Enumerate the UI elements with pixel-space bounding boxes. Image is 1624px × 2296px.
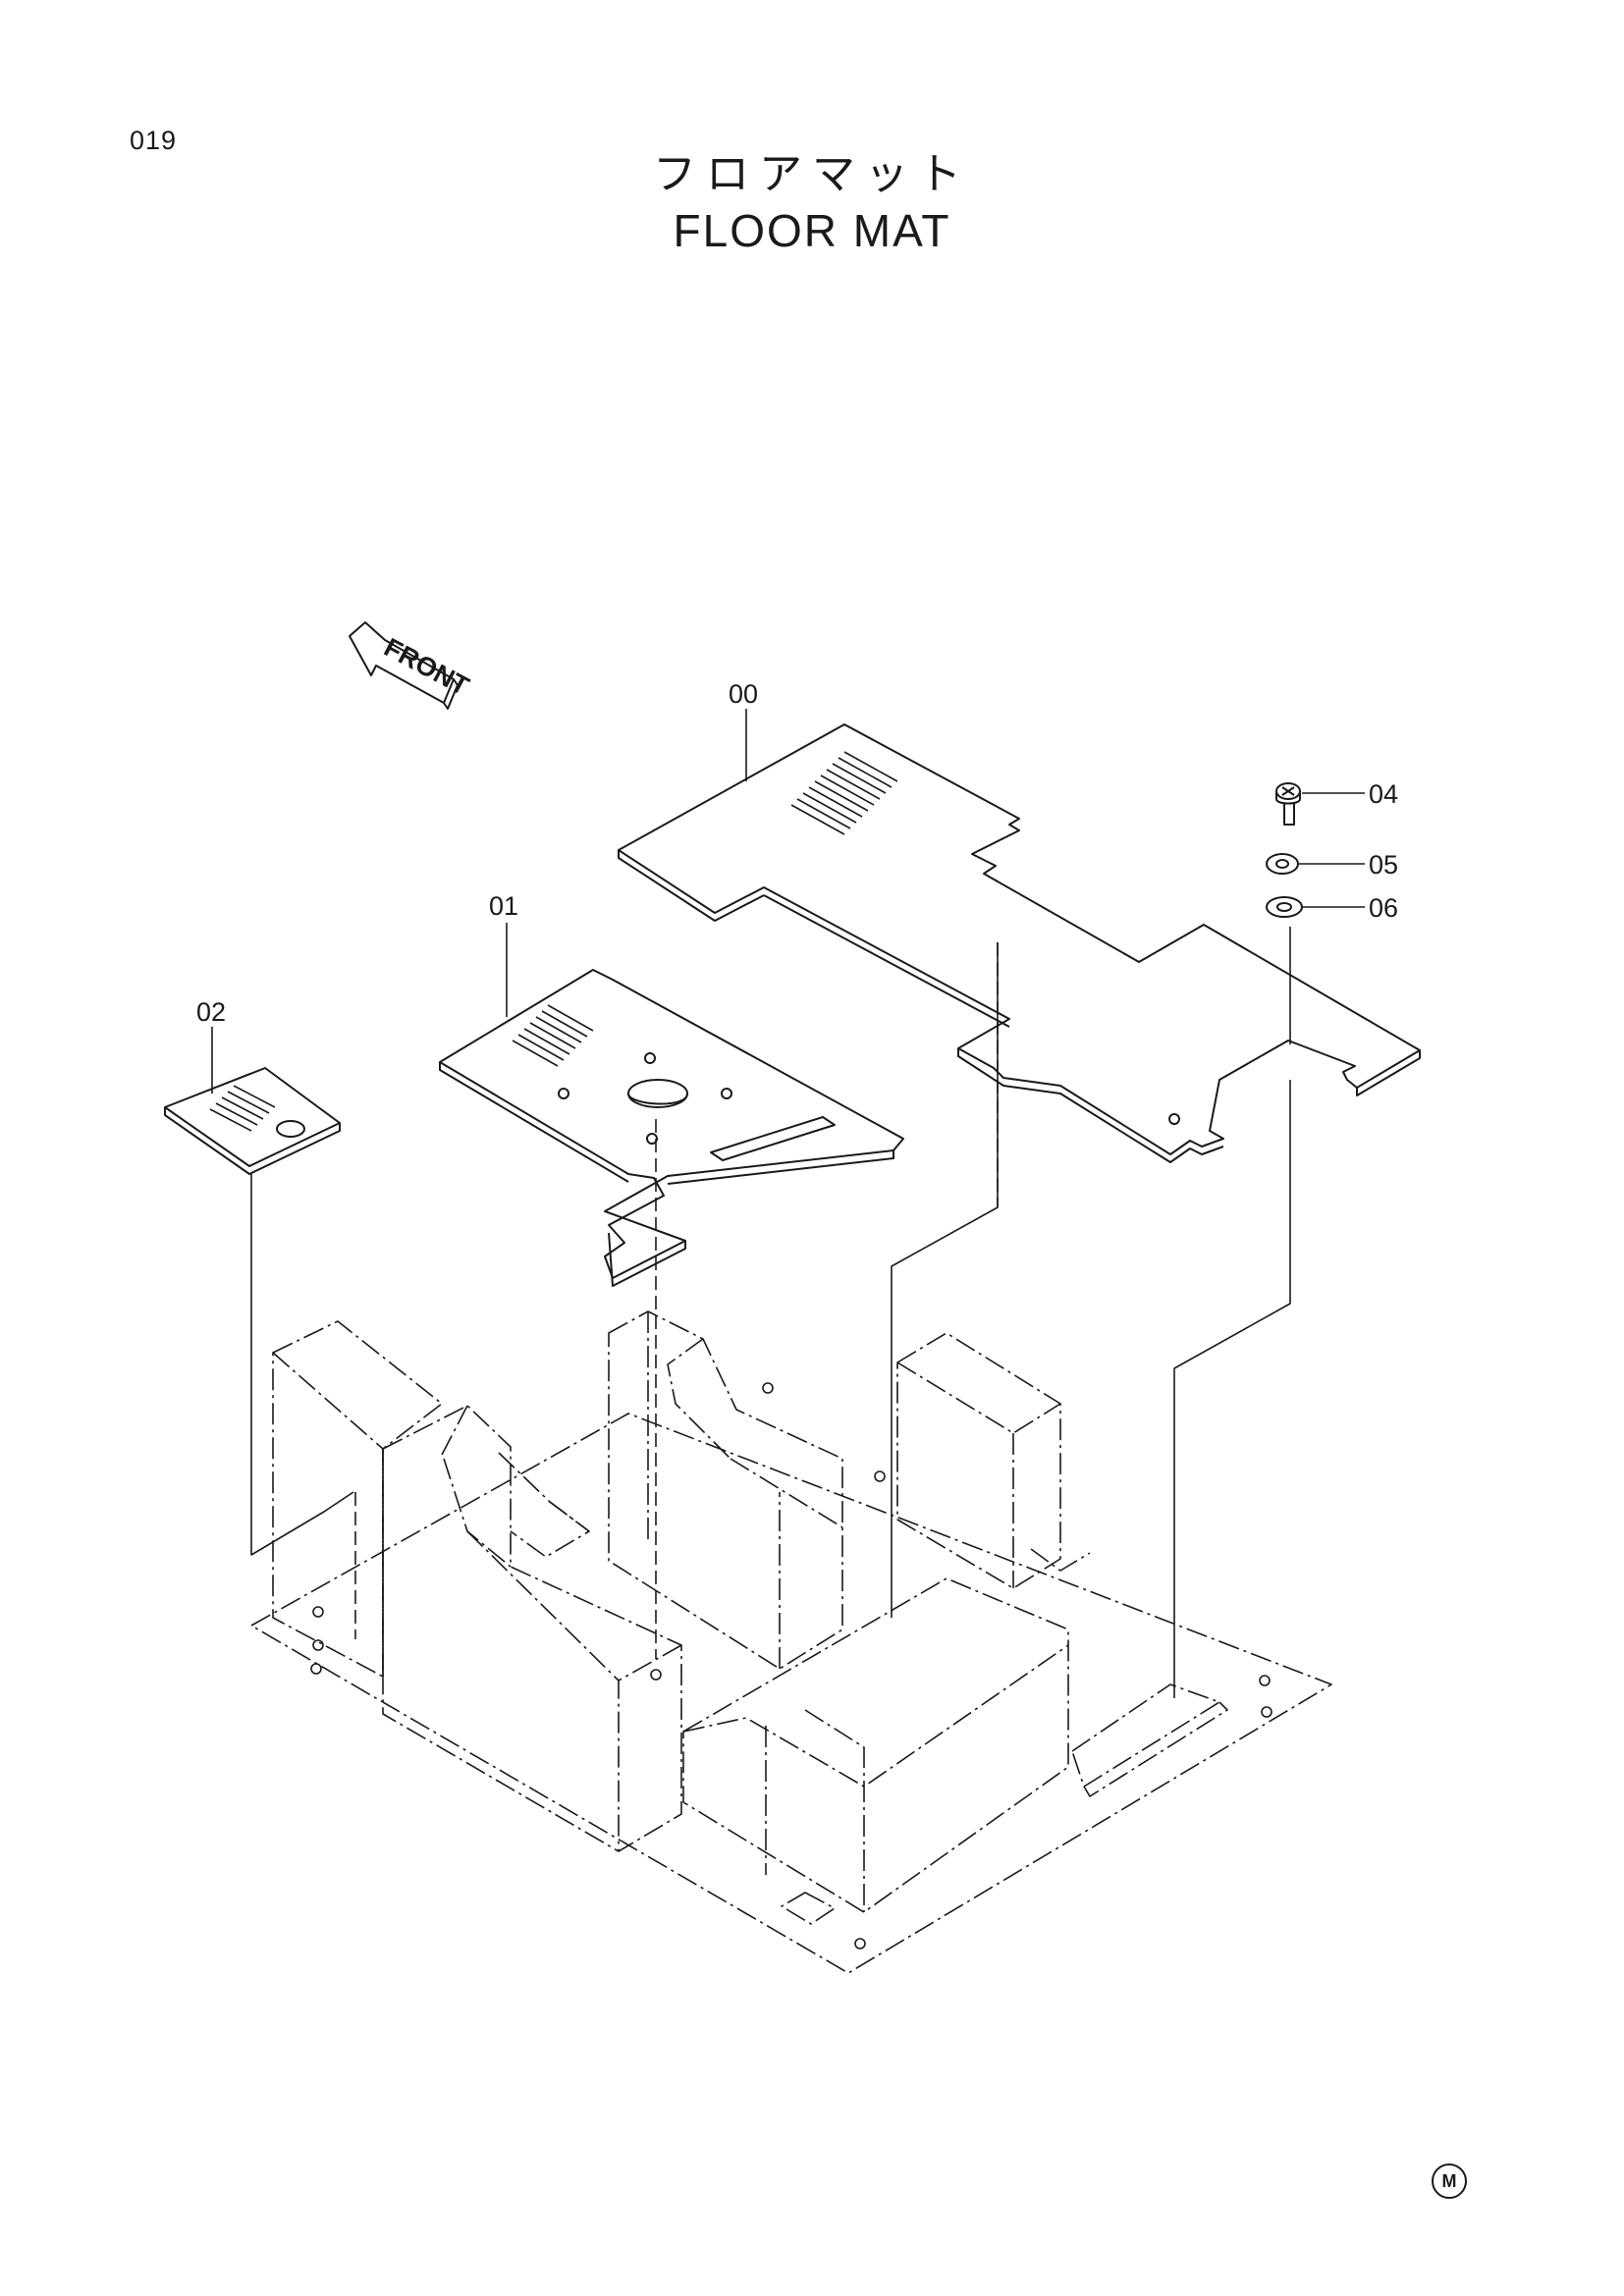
manufacturer-mark-icon: M — [1432, 2163, 1467, 2199]
callout-05: 05 — [1369, 850, 1398, 880]
front-label: FRONT — [379, 632, 474, 701]
floor-bolt-holes — [310, 1382, 1272, 1949]
callout-02: 02 — [196, 997, 226, 1027]
title-japanese: フロアマット — [653, 149, 971, 199]
part-00-floor-mat: 00 — [618, 679, 1421, 1163]
cab-floor-phantom — [250, 1310, 1332, 1974]
part-05-spring-washer-icon: 05 — [1266, 850, 1398, 880]
part-02-floor-mat: 02 — [164, 997, 341, 1175]
assembly-leader-lines — [250, 927, 1291, 1698]
callout-01: 01 — [489, 891, 518, 921]
page-title: フロアマット FLOOR MAT — [0, 147, 1624, 259]
part-04-bolt-icon: 04 — [1275, 779, 1398, 826]
callout-06: 06 — [1369, 893, 1398, 923]
callout-00: 00 — [729, 679, 758, 709]
part-01-floor-mat: 01 — [439, 891, 904, 1287]
page-number: 019 — [130, 126, 178, 155]
part-06-washer-icon: 06 — [1266, 893, 1398, 923]
title-english: FLOOR MAT — [673, 205, 951, 256]
callout-04: 04 — [1369, 779, 1398, 809]
front-arrow-icon: FRONT — [349, 621, 474, 710]
